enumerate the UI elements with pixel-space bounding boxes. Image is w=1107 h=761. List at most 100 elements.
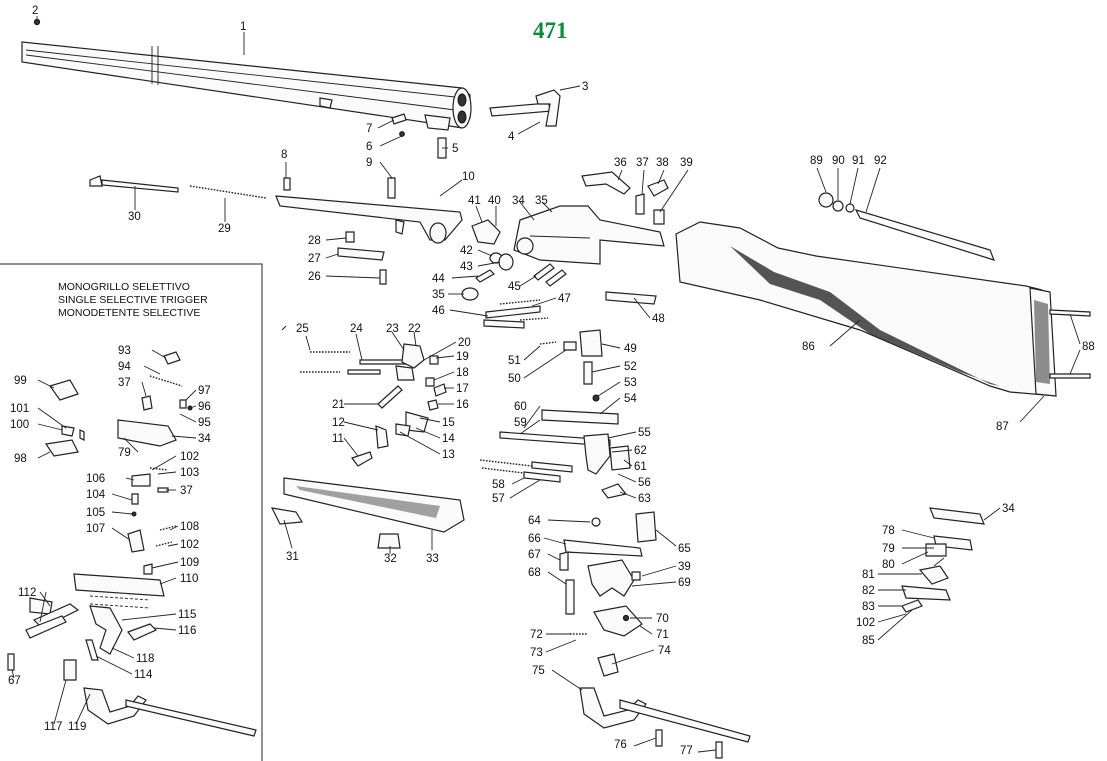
label-i115: 115 (178, 609, 196, 621)
part-3-4 (489, 89, 561, 127)
label-59: 59 (514, 417, 527, 429)
label-21: 21 (332, 399, 345, 411)
diagram-title: 471 (533, 18, 568, 43)
label-43: 43 (460, 261, 473, 273)
label-29: 29 (218, 223, 231, 235)
label-i102a: 102 (180, 451, 199, 463)
label-39: 39 (680, 157, 693, 169)
label-i96: 96 (198, 401, 211, 413)
label-i107: 107 (86, 523, 105, 535)
label-89: 89 (810, 155, 823, 167)
label-63: 63 (638, 493, 651, 505)
label-74: 74 (658, 645, 671, 657)
label-16: 16 (456, 399, 469, 411)
label-65: 65 (678, 543, 691, 555)
parts-11-25 (300, 343, 447, 467)
label-31: 31 (286, 551, 299, 563)
label-i94: 94 (118, 361, 131, 373)
label-12: 12 (332, 417, 345, 429)
parts-64-77 (559, 511, 751, 759)
label-79: 79 (882, 543, 895, 555)
label-6: 6 (366, 141, 372, 153)
label-22: 22 (408, 323, 421, 335)
label-24: 24 (350, 323, 363, 335)
label-90: 90 (832, 155, 845, 167)
label-1: 1 (240, 21, 246, 33)
label-57: 57 (492, 493, 505, 505)
label-5: 5 (452, 143, 458, 155)
part-29-spring (189, 185, 267, 199)
label-77: 77 (680, 745, 693, 757)
label-i116: 116 (178, 625, 196, 637)
label-61: 61 (634, 461, 647, 473)
label-83: 83 (862, 601, 875, 613)
label-39b: 39 (678, 561, 691, 573)
part-10-rib (275, 195, 463, 244)
parts-49-53 (539, 329, 603, 402)
label-44: 44 (432, 273, 445, 285)
label-47: 47 (558, 293, 571, 305)
label-7: 7 (366, 123, 372, 135)
parts-54-63 (479, 409, 631, 499)
label-37: 37 (636, 157, 649, 169)
label-i79: 79 (118, 447, 131, 459)
parts-26-28 (337, 231, 387, 285)
part-receiver-34-35 (471, 171, 669, 265)
label-i118: 118 (136, 653, 154, 665)
label-45: 45 (508, 281, 521, 293)
label-75: 75 (532, 665, 545, 677)
label-85: 85 (862, 635, 875, 647)
label-42: 42 (460, 245, 473, 257)
label-28: 28 (308, 235, 321, 247)
label-i117: 117 (44, 721, 62, 733)
part-30-rod (89, 175, 179, 193)
label-66: 66 (528, 533, 541, 545)
label-92: 92 (874, 155, 887, 167)
label-i108: 108 (180, 521, 199, 533)
label-10: 10 (462, 171, 475, 183)
label-67: 67 (528, 549, 541, 561)
leader-lines (11, 16, 1081, 753)
label-76: 76 (614, 739, 627, 751)
label-80: 80 (882, 559, 895, 571)
label-62: 62 (634, 445, 647, 457)
label-i93: 93 (118, 345, 131, 357)
label-19: 19 (456, 351, 469, 363)
label-25: 25 (296, 323, 309, 335)
label-20: 20 (458, 337, 471, 349)
label-55: 55 (638, 427, 651, 439)
label-i105: 105 (86, 507, 105, 519)
label-33: 33 (426, 553, 439, 565)
label-41: 41 (468, 195, 481, 207)
label-9: 9 (366, 157, 372, 169)
part-2 (33, 18, 41, 26)
label-4: 4 (508, 131, 515, 143)
label-13: 13 (442, 449, 455, 461)
label-48: 48 (652, 313, 665, 325)
label-17: 17 (456, 383, 469, 395)
label-i37b: 37 (180, 485, 193, 497)
inset-title-fr: MONODETENTE SELECTIVE (58, 307, 200, 319)
inset-title-it: MONOGRILLO SELETTIVO (58, 281, 190, 293)
parts-78-85 (901, 507, 985, 613)
label-71: 71 (656, 629, 669, 641)
label-8: 8 (281, 149, 287, 161)
label-i98: 98 (14, 453, 27, 465)
label-i95: 95 (198, 417, 211, 429)
label-87: 87 (996, 421, 1009, 433)
pins-42-47 (461, 252, 567, 329)
part-86-stock (675, 192, 1091, 397)
label-38: 38 (656, 157, 669, 169)
single-selective-trigger-inset: MONOGRILLO SELETTIVO SINGLE SELECTIVE TR… (0, 263, 263, 761)
label-78: 78 (882, 525, 895, 537)
label-32: 32 (384, 553, 397, 565)
label-15: 15 (442, 417, 455, 429)
label-102r: 102 (856, 617, 875, 629)
label-27: 27 (308, 253, 321, 265)
label-52: 52 (624, 361, 637, 373)
label-i110: 110 (180, 573, 198, 585)
label-70: 70 (656, 613, 669, 625)
label-34: 34 (512, 195, 525, 207)
label-81: 81 (862, 569, 875, 581)
label-i34: 34 (198, 433, 211, 445)
